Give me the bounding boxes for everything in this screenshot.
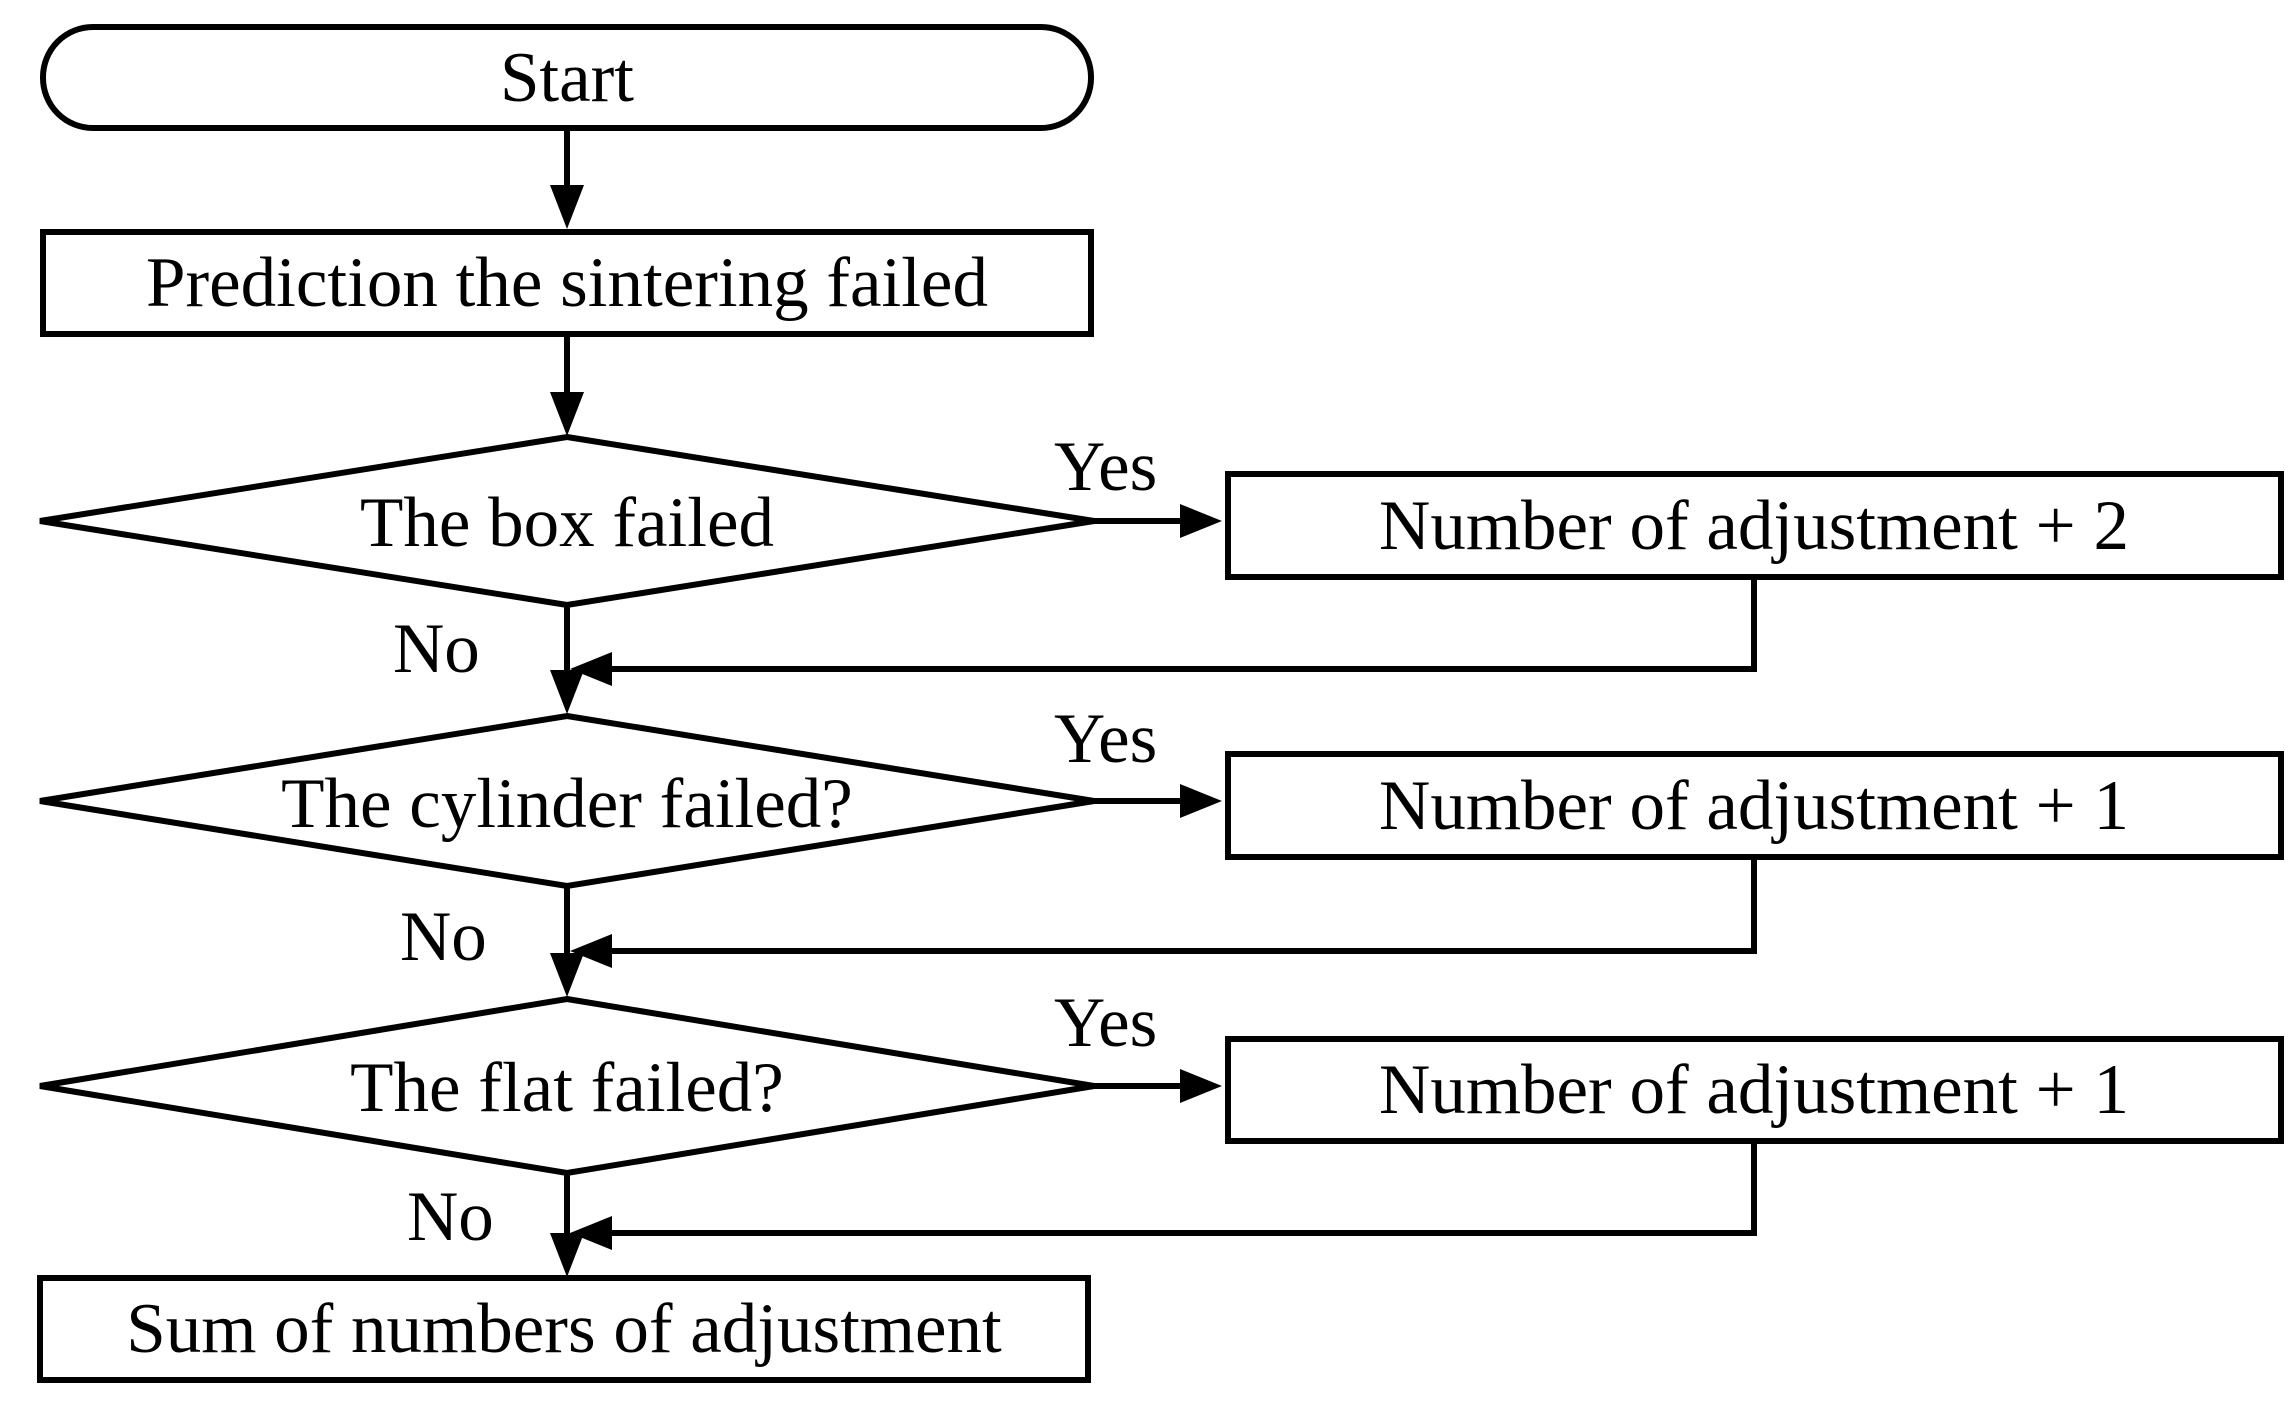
arrow-start-to-predict <box>550 128 584 229</box>
flat-decision: The flat failed? <box>39 995 1095 1177</box>
cylinder-return-line <box>570 857 1757 968</box>
cylinder-action-label: Number of adjustment + 1 <box>1379 767 2129 845</box>
flat-decision-yes-label: Yes <box>1054 984 1157 1062</box>
arrow-flat-yes <box>1094 1069 1222 1103</box>
sum-node: Sum of numbers of adjustment <box>37 1275 1091 1383</box>
box-return-line <box>570 577 1757 686</box>
arrow-box-no <box>550 605 584 714</box>
cylinder-decision: The cylinder failed? <box>39 712 1095 890</box>
box-decision: The box failed <box>39 433 1095 609</box>
flat-action-label: Number of adjustment + 1 <box>1379 1051 2129 1129</box>
cylinder-decision-question: The cylinder failed? <box>281 765 853 843</box>
box-action-label: Number of adjustment + 2 <box>1379 487 2129 565</box>
arrow-flat-no <box>550 1173 584 1277</box>
cylinder-decision-no-label: No <box>400 898 487 976</box>
cylinder-action-node: Number of adjustment + 1 <box>1225 751 2284 860</box>
cylinder-decision-yes-label: Yes <box>1054 700 1157 778</box>
flat-decision-question: The flat failed? <box>350 1049 784 1127</box>
box-decision-no-label: No <box>393 610 480 688</box>
box-decision-yes-label: Yes <box>1054 428 1157 506</box>
arrow-cylinder-no <box>550 886 584 997</box>
arrow-cylinder-yes <box>1094 784 1222 818</box>
box-decision-question: The box failed <box>360 484 774 562</box>
arrow-box-yes <box>1094 504 1222 538</box>
arrow-predict-to-box-decision <box>550 334 584 436</box>
flat-action-node: Number of adjustment + 1 <box>1225 1036 2284 1144</box>
predict-node: Prediction the sintering failed <box>40 229 1094 337</box>
start-label: Start <box>500 39 634 117</box>
start-node: Start <box>40 24 1094 131</box>
box-action-node: Number of adjustment + 2 <box>1225 471 2284 580</box>
flat-return-line <box>570 1141 1757 1250</box>
flat-decision-no-label: No <box>407 1178 494 1256</box>
predict-label: Prediction the sintering failed <box>146 244 988 322</box>
sum-label: Sum of numbers of adjustment <box>126 1290 1002 1368</box>
